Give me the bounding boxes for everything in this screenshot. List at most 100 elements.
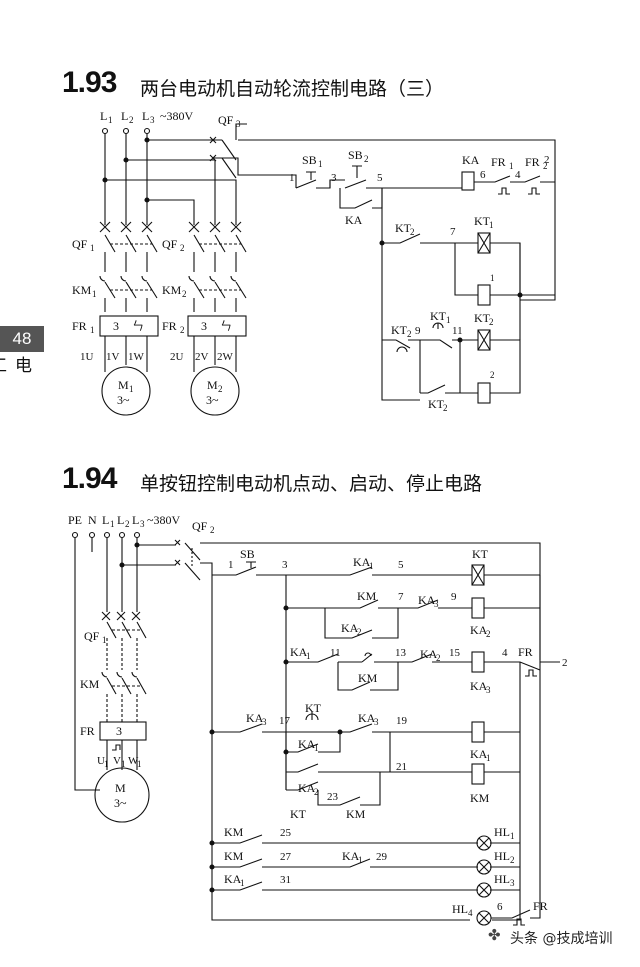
section-number: 1.93: [62, 66, 117, 99]
svg-text:2: 2: [129, 115, 134, 125]
qf1-label: QF: [72, 237, 88, 251]
hl2-lamp: [476, 859, 492, 875]
ka-coil: [461, 171, 475, 191]
svg-text:29: 29: [376, 851, 388, 863]
svg-text:1: 1: [509, 161, 514, 171]
svg-text:1: 1: [314, 743, 319, 753]
svg-text:KA: KA: [358, 711, 376, 725]
svg-text:PE: PE: [68, 513, 82, 527]
diagram-1-93: L 1 L 2 L 3 ~380V QF 3 QF 1 QF 2: [72, 109, 556, 416]
svg-text:3: 3: [262, 717, 267, 727]
svg-text:KA: KA: [246, 711, 264, 725]
svg-text:13: 13: [395, 647, 407, 659]
svg-text:1: 1: [90, 243, 95, 253]
svg-text:2W: 2W: [217, 351, 234, 363]
svg-text:M: M: [207, 378, 218, 392]
svg-text:2: 2: [510, 855, 515, 865]
fr1-label: FR: [72, 319, 87, 333]
svg-text:2: 2: [364, 154, 369, 164]
svg-text:1: 1: [289, 172, 295, 184]
svg-text:L: L: [102, 513, 109, 527]
svg-text:1: 1: [90, 325, 95, 335]
svg-text:3: 3: [374, 717, 379, 727]
svg-text:U: U: [97, 755, 105, 767]
svg-text:KA: KA: [342, 849, 360, 863]
svg-text:2: 2: [125, 519, 130, 529]
svg-text:17: 17: [279, 715, 291, 727]
svg-text:3: 3: [116, 724, 122, 738]
svg-text:1: 1: [306, 651, 311, 661]
phase-label-l1: L: [100, 109, 107, 123]
svg-text:KA: KA: [298, 737, 316, 751]
svg-text:2V: 2V: [195, 351, 209, 363]
ka3-coil: [471, 651, 485, 673]
svg-text:KA: KA: [470, 747, 488, 761]
svg-text:1: 1: [486, 753, 491, 763]
svg-text:QF: QF: [192, 519, 208, 533]
svg-text:HL: HL: [494, 872, 510, 886]
svg-text:FR: FR: [525, 155, 540, 169]
svg-text:2: 2: [210, 525, 215, 535]
sb2-label: SB: [348, 148, 363, 162]
svg-text:2: 2: [436, 653, 441, 663]
svg-text:KT: KT: [391, 323, 408, 337]
svg-text:ㄣ: ㄣ: [132, 319, 144, 333]
svg-text:1: 1: [104, 759, 109, 769]
svg-text:KM: KM: [224, 849, 244, 863]
svg-text:2: 2: [562, 657, 568, 669]
svg-text:1W: 1W: [128, 351, 145, 363]
svg-text:2: 2: [407, 329, 412, 339]
svg-text:HL: HL: [494, 849, 510, 863]
svg-text:1: 1: [102, 635, 107, 645]
svg-text:FR: FR: [518, 645, 533, 659]
svg-text:L: L: [117, 513, 124, 527]
svg-text:6: 6: [480, 169, 486, 181]
svg-text:2: 2: [486, 629, 491, 639]
svg-text:4: 4: [515, 169, 521, 181]
svg-text:KM: KM: [80, 677, 100, 691]
svg-text:M: M: [118, 378, 129, 392]
svg-text:KA: KA: [462, 153, 480, 167]
svg-text:2: 2: [314, 787, 319, 797]
svg-text:2: 2: [180, 325, 185, 335]
svg-text:2: 2: [357, 627, 362, 637]
svg-text:KT: KT: [472, 547, 489, 561]
svg-text:1: 1: [510, 831, 515, 841]
svg-text:SB: SB: [240, 547, 255, 561]
km2-coil: [477, 382, 491, 404]
svg-text:1: 1: [369, 561, 374, 571]
svg-text:3: 3: [150, 115, 155, 125]
svg-text:HL: HL: [494, 825, 510, 839]
svg-text:15: 15: [449, 647, 461, 659]
ka2-coil: [471, 597, 485, 619]
svg-text:L: L: [132, 513, 139, 527]
svg-text:3~: 3~: [117, 393, 130, 407]
svg-text:3: 3: [140, 519, 145, 529]
svg-text:3~: 3~: [114, 796, 127, 810]
svg-text:2: 2: [490, 370, 495, 380]
svg-text:FR: FR: [533, 899, 548, 913]
svg-text:21: 21: [396, 761, 407, 773]
qf2-label: QF: [162, 237, 178, 251]
svg-text:KA: KA: [418, 593, 436, 607]
book-title: 电工常用电路图集: [0, 356, 31, 374]
svg-text:KA: KA: [470, 623, 488, 637]
svg-text:1: 1: [490, 273, 495, 283]
hl1-lamp: [476, 835, 492, 851]
svg-text:2U: 2U: [170, 351, 184, 363]
svg-text:KM: KM: [224, 825, 244, 839]
svg-text:3: 3: [486, 685, 491, 695]
svg-text:27: 27: [280, 851, 292, 863]
svg-text:1: 1: [92, 289, 97, 299]
section-title: 单按钮控制电动机点动、启动、停止电路: [140, 473, 483, 495]
svg-text:3: 3: [201, 319, 207, 333]
svg-text:7: 7: [450, 226, 456, 238]
svg-text:KA: KA: [420, 647, 438, 661]
svg-text:9: 9: [415, 325, 421, 337]
svg-text:KM: KM: [357, 589, 377, 603]
svg-text:1: 1: [318, 159, 323, 169]
svg-text:31: 31: [280, 874, 291, 886]
motor-m2: [190, 366, 240, 416]
svg-text:KT: KT: [430, 309, 447, 323]
svg-text:3~: 3~: [206, 393, 219, 407]
